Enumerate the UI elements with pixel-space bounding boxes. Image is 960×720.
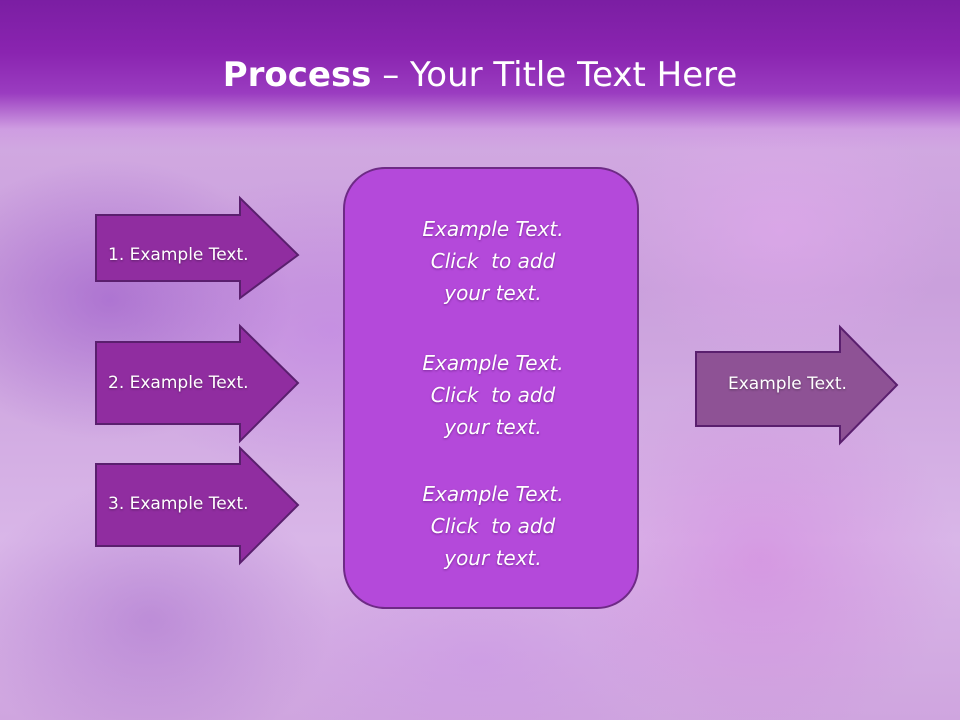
arrow-result-label: Example Text. <box>728 374 847 394</box>
arrow-step-3[interactable]: 3. Example Text. <box>95 445 300 566</box>
arrow-step-1[interactable]: 1. Example Text. <box>95 195 300 300</box>
center-text-box[interactable]: Example Text. Click to add your text. Ex… <box>343 167 639 609</box>
arrow-step-2[interactable]: 2. Example Text. <box>95 323 300 444</box>
title-band <box>0 0 960 150</box>
text-block-1[interactable]: Example Text. Click to add your text. <box>422 217 564 305</box>
arrow-step-3-label: 3. Example Text. <box>108 494 249 514</box>
slide-title[interactable]: Process – Your Title Text Here <box>0 52 960 98</box>
arrow-right-shape <box>95 445 300 566</box>
title-bold: Process <box>222 55 372 95</box>
arrow-result[interactable]: Example Text. <box>695 324 900 446</box>
arrow-right-shape <box>95 195 300 300</box>
arrow-result-shape <box>695 324 899 446</box>
text-block-2[interactable]: Example Text. Click to add your text. <box>422 351 564 439</box>
text-block-3[interactable]: Example Text. Click to add your text. <box>422 482 564 570</box>
title-rest: – Your Title Text Here <box>371 55 738 95</box>
arrow-step-2-shape <box>95 323 300 444</box>
arrow-step-3-shape <box>95 445 300 566</box>
arrow-step-2-label: 2. Example Text. <box>108 373 249 393</box>
arrow-step-1-label: 1. Example Text. <box>108 245 249 265</box>
arrow-right-shape <box>695 324 899 446</box>
arrow-right-shape <box>95 323 300 444</box>
arrow-step-1-shape <box>95 195 300 300</box>
